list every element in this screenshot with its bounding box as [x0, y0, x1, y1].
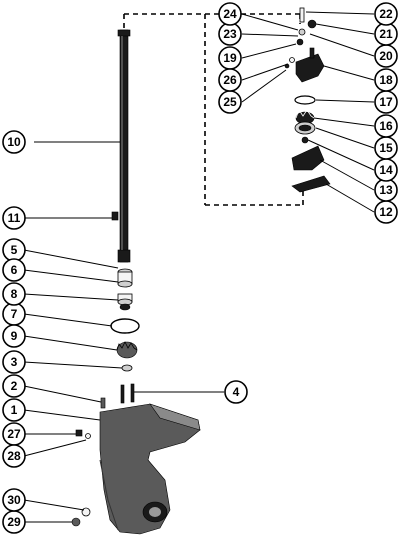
svg-text:26: 26	[223, 73, 237, 87]
svg-text:21: 21	[379, 27, 393, 41]
callout-6: 6	[2, 258, 26, 282]
svg-text:30: 30	[7, 493, 21, 507]
callout-30: 30	[2, 488, 26, 512]
callout-19: 19	[218, 46, 242, 70]
svg-text:3: 3	[11, 355, 18, 369]
svg-text:17: 17	[379, 95, 393, 109]
callout-1: 1	[2, 398, 26, 422]
callout-29: 29	[2, 510, 26, 534]
callout-16: 16	[374, 114, 398, 138]
svg-text:23: 23	[223, 27, 237, 41]
svg-text:4: 4	[233, 385, 240, 399]
housing-screw-parts	[75, 429, 91, 439]
callout-24: 24	[218, 2, 242, 26]
callout-15: 15	[374, 136, 398, 160]
callout-22: 22	[374, 2, 398, 26]
svg-text:12: 12	[379, 205, 393, 219]
svg-text:6: 6	[11, 263, 18, 277]
callout-21: 21	[374, 22, 398, 46]
callout-26: 26	[218, 68, 242, 92]
gear-housing	[99, 403, 201, 535]
leader-lines	[23, 11, 375, 523]
callout-12: 12	[374, 200, 398, 224]
callout-5: 5	[2, 238, 26, 262]
svg-text:16: 16	[379, 119, 393, 133]
svg-text:28: 28	[7, 449, 21, 463]
callout-11: 11	[2, 206, 26, 230]
callout-2: 2	[2, 374, 26, 398]
svg-text:20: 20	[379, 49, 393, 63]
dashed-assembly-line	[123, 13, 304, 206]
callout-27: 27	[2, 422, 26, 446]
svg-text:27: 27	[7, 427, 21, 441]
callout-18: 18	[374, 68, 398, 92]
svg-text:10: 10	[7, 135, 21, 149]
svg-text:9: 9	[11, 329, 18, 343]
callout-10: 10	[2, 130, 26, 154]
bearing-stack	[110, 268, 140, 372]
callout-25: 25	[218, 90, 242, 114]
callout-8: 8	[2, 282, 26, 306]
callout-14: 14	[374, 158, 398, 182]
svg-text:19: 19	[223, 51, 237, 65]
svg-text:22: 22	[379, 7, 393, 21]
svg-text:14: 14	[379, 163, 393, 177]
svg-text:8: 8	[11, 287, 18, 301]
drain-screw-parts	[71, 507, 91, 527]
svg-text:2: 2	[11, 379, 18, 393]
shaft-pin	[111, 211, 119, 221]
callout-17: 17	[374, 90, 398, 114]
callout-9: 9	[2, 324, 26, 348]
callout-13: 13	[374, 178, 398, 202]
svg-text:18: 18	[379, 73, 393, 87]
svg-text:1: 1	[11, 403, 18, 417]
water-pump-assembly	[284, 7, 331, 193]
svg-text:13: 13	[379, 183, 393, 197]
callout-28: 28	[2, 444, 26, 468]
svg-text:11: 11	[8, 211, 21, 225]
svg-text:29: 29	[7, 515, 21, 529]
drive-shaft	[117, 29, 131, 263]
svg-text:24: 24	[223, 7, 237, 21]
callout-4: 4	[224, 380, 248, 404]
callout-3: 3	[2, 350, 26, 374]
callout-20: 20	[374, 44, 398, 68]
svg-text:7: 7	[11, 307, 18, 321]
locating-pins	[100, 383, 135, 409]
svg-text:25: 25	[223, 95, 237, 109]
callout-23: 23	[218, 22, 242, 46]
svg-text:15: 15	[379, 141, 393, 155]
svg-text:5: 5	[11, 243, 18, 257]
callout-7: 7	[2, 302, 26, 326]
